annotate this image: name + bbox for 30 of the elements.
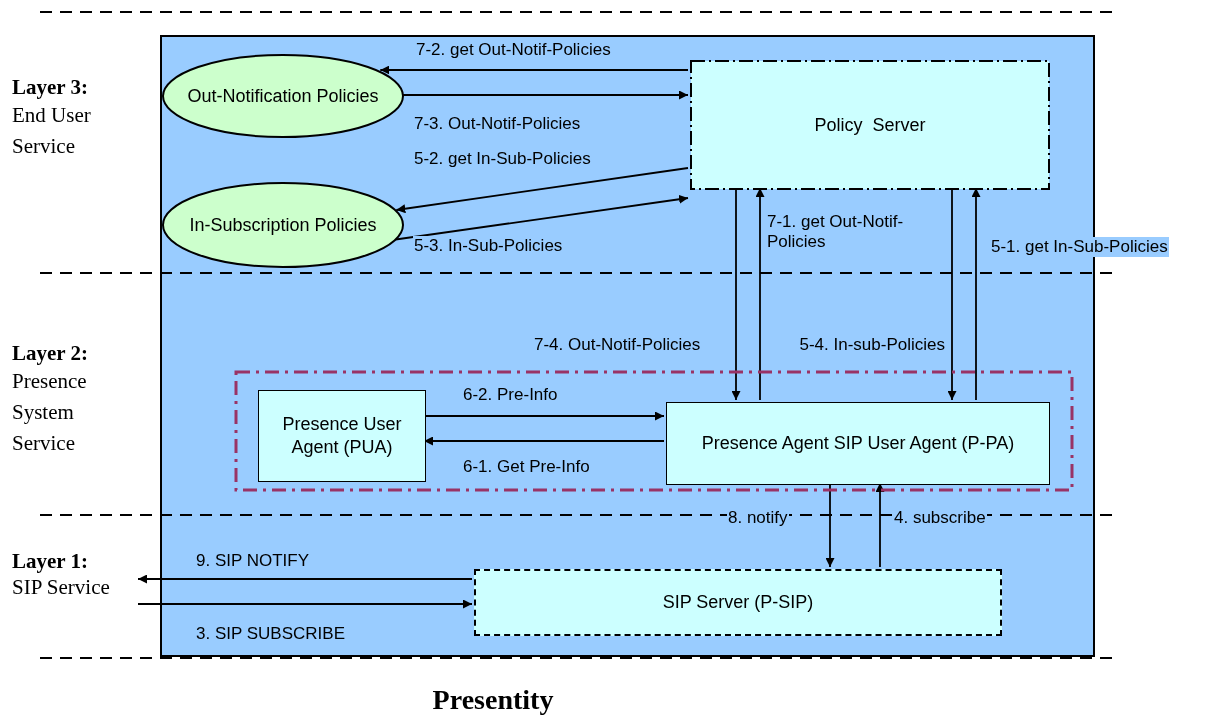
caption: Presentity: [431, 684, 555, 716]
layer-description: Presence System Service: [12, 368, 88, 457]
arrow: [947, 187, 957, 401]
arrow: [423, 411, 665, 421]
arrow: [825, 482, 835, 568]
layer-heading: Layer 2:: [12, 340, 89, 367]
layer-heading: Layer 1: SIP Service: [12, 548, 138, 610]
arrow: [395, 167, 689, 214]
arrow: [137, 574, 473, 584]
policy-ellipse: Out-Notification Policies: [162, 54, 404, 138]
arrow: [137, 599, 473, 609]
edge-label: 8. notify: [727, 508, 789, 528]
layer-heading: Layer 3:: [12, 74, 89, 101]
group-frame: [234, 370, 1074, 492]
agent-box: Presence Agent SIP User Agent (P-PA): [666, 402, 1050, 485]
server-box: Policy Server: [690, 60, 1050, 190]
policy-ellipse: In-Subscription Policies: [162, 182, 404, 268]
edge-label: 5-2. get In-Sub-Policies: [413, 149, 592, 169]
arrow: [379, 65, 689, 75]
arrow: [755, 187, 765, 401]
arrow: [731, 187, 741, 401]
edge-label: 5-1. get In-Sub-Policies: [990, 237, 1169, 257]
agent-box: Presence User Agent (PUA): [258, 390, 426, 482]
edge-label: 7-2. get Out-Notif-Policies: [415, 40, 612, 60]
arrow: [401, 90, 689, 100]
arrow: [423, 436, 665, 446]
layer-description: End User Service: [12, 102, 92, 160]
arrow: [875, 482, 885, 568]
arrow: [971, 187, 981, 401]
server-box: SIP Server (P-SIP): [474, 569, 1002, 636]
